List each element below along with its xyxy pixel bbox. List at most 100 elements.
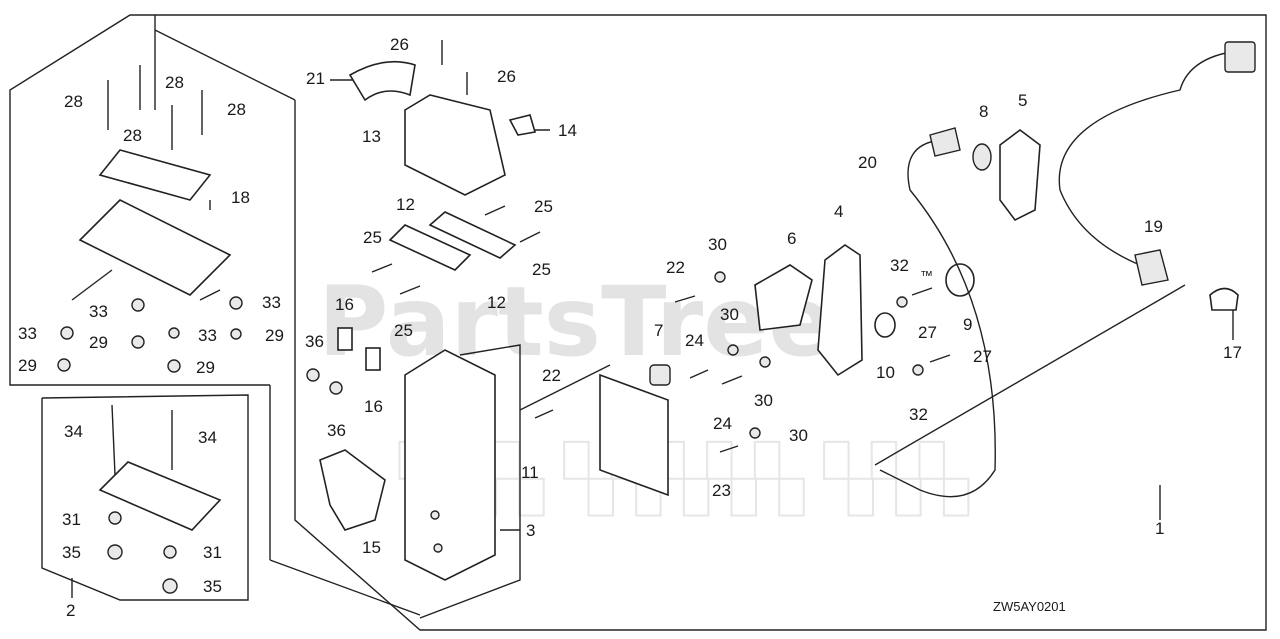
callout-28a: 28 xyxy=(64,92,83,111)
callout-30b: 30 xyxy=(720,305,739,324)
washer-part-33c xyxy=(168,327,180,339)
callout-30d: 30 xyxy=(789,426,808,445)
nut-part-29d xyxy=(230,328,242,340)
callout-17: 17 xyxy=(1223,343,1242,362)
washer-part-30d xyxy=(749,427,761,439)
callout-30a: 30 xyxy=(708,235,727,254)
bracket-part-12b xyxy=(428,211,517,259)
callout-34a: 34 xyxy=(64,422,83,441)
callout-20: 20 xyxy=(858,153,877,172)
callout-5: 5 xyxy=(1018,91,1027,110)
cap-part-7 xyxy=(649,364,671,386)
callout-33b: 33 xyxy=(262,293,281,312)
callout-9: 9 xyxy=(963,315,972,334)
callout-36a: 36 xyxy=(305,332,324,351)
washer-part-32a xyxy=(896,296,908,308)
grommet-part-9 xyxy=(945,263,975,297)
bolt-part-34a xyxy=(111,404,116,476)
callout-24b: 24 xyxy=(713,414,732,433)
callout-13: 13 xyxy=(362,127,381,146)
callout-34b: 34 xyxy=(198,428,217,447)
cable-connector-19 xyxy=(1134,249,1169,286)
callout-26a: 26 xyxy=(390,35,409,54)
callout-25d: 25 xyxy=(394,321,413,340)
callout-33d: 33 xyxy=(198,326,217,345)
callout-18: 18 xyxy=(231,188,250,207)
callout-33a: 33 xyxy=(89,302,108,321)
callout-12b: 12 xyxy=(487,293,506,312)
screw-part-22b xyxy=(534,409,554,419)
callout-31a: 31 xyxy=(62,510,81,529)
callout-25c: 25 xyxy=(363,228,382,247)
callout-23: 23 xyxy=(712,481,731,500)
washer-part-31a xyxy=(108,511,122,525)
washer-part-30b xyxy=(727,344,739,356)
callout-27a: 27 xyxy=(918,323,937,342)
plate-part-18 xyxy=(98,149,212,201)
callout-12a: 12 xyxy=(396,195,415,214)
callout-4: 4 xyxy=(834,202,843,221)
callout-14: 14 xyxy=(558,121,577,140)
clip-part-17 xyxy=(1209,287,1239,311)
plug-part-8 xyxy=(972,143,992,171)
callout-32b: 32 xyxy=(909,405,928,424)
callout-29b: 29 xyxy=(265,326,284,345)
watermark-trademark: ™ xyxy=(920,268,933,283)
connector-part-5 xyxy=(999,129,1041,222)
nut-part-35a xyxy=(107,544,123,560)
bracket-part-16b xyxy=(365,347,381,371)
callout-1: 1 xyxy=(1155,519,1164,538)
diagram-code: ZW5AY0201 xyxy=(993,599,1066,614)
callout-15: 15 xyxy=(362,538,381,557)
callout-8: 8 xyxy=(979,102,988,121)
callout-28b: 28 xyxy=(165,73,184,92)
callout-3: 3 xyxy=(526,521,535,540)
cable-part-19 xyxy=(1058,49,1246,266)
callout-32a: 32 xyxy=(890,256,909,275)
screw-part-25a xyxy=(484,205,506,216)
callout-16a: 16 xyxy=(335,295,354,314)
washer-part-32b xyxy=(912,364,924,376)
screw-part-27b xyxy=(929,354,951,363)
callout-28c: 28 xyxy=(123,126,142,145)
callout-22b: 22 xyxy=(542,366,561,385)
callout-2: 2 xyxy=(66,601,75,620)
screw-part-25d xyxy=(399,285,421,295)
nut-part-29a xyxy=(131,335,145,349)
callout-25b: 25 xyxy=(532,260,551,279)
screw-part-25b xyxy=(519,231,541,243)
plate-part-15 xyxy=(319,449,386,531)
washer-part-30c xyxy=(759,356,771,368)
bracket-part-16a xyxy=(337,327,353,351)
block-part-6 xyxy=(754,264,813,331)
nut-part-29c xyxy=(167,359,181,373)
callout-11: 11 xyxy=(521,463,539,482)
callout-7: 7 xyxy=(654,321,663,340)
lever-part-4 xyxy=(817,244,863,377)
callout-labels: 1 2 3 4 5 6 7 8 9 10 11 12 12 13 14 15 1… xyxy=(18,35,1242,620)
watermark-brand: PartsTree xyxy=(318,266,833,378)
screw-part-27a xyxy=(911,287,933,296)
plate-part-2 xyxy=(98,461,222,531)
callout-35a: 35 xyxy=(62,543,81,562)
bracket-part-12a xyxy=(388,224,472,271)
callout-36b: 36 xyxy=(327,421,346,440)
washer-part-33d xyxy=(229,296,243,310)
parts xyxy=(57,40,1256,594)
callout-29a: 29 xyxy=(89,333,108,352)
callout-19: 19 xyxy=(1144,217,1163,236)
housing-part-3 xyxy=(404,349,496,581)
gasket-part-18 xyxy=(78,199,232,296)
callout-33c: 33 xyxy=(18,324,37,343)
gasket-part-11 xyxy=(599,373,669,497)
cover-strip-part-21 xyxy=(348,60,416,102)
washer-part-10 xyxy=(874,312,896,338)
callout-25a: 25 xyxy=(534,197,553,216)
callout-27b: 27 xyxy=(973,347,992,366)
screw-part-22a xyxy=(674,295,696,303)
screw-part-24b xyxy=(721,375,743,385)
harness-part-20 xyxy=(879,139,996,498)
washer-part-30a xyxy=(714,271,726,283)
washer-part-33b xyxy=(60,326,74,340)
